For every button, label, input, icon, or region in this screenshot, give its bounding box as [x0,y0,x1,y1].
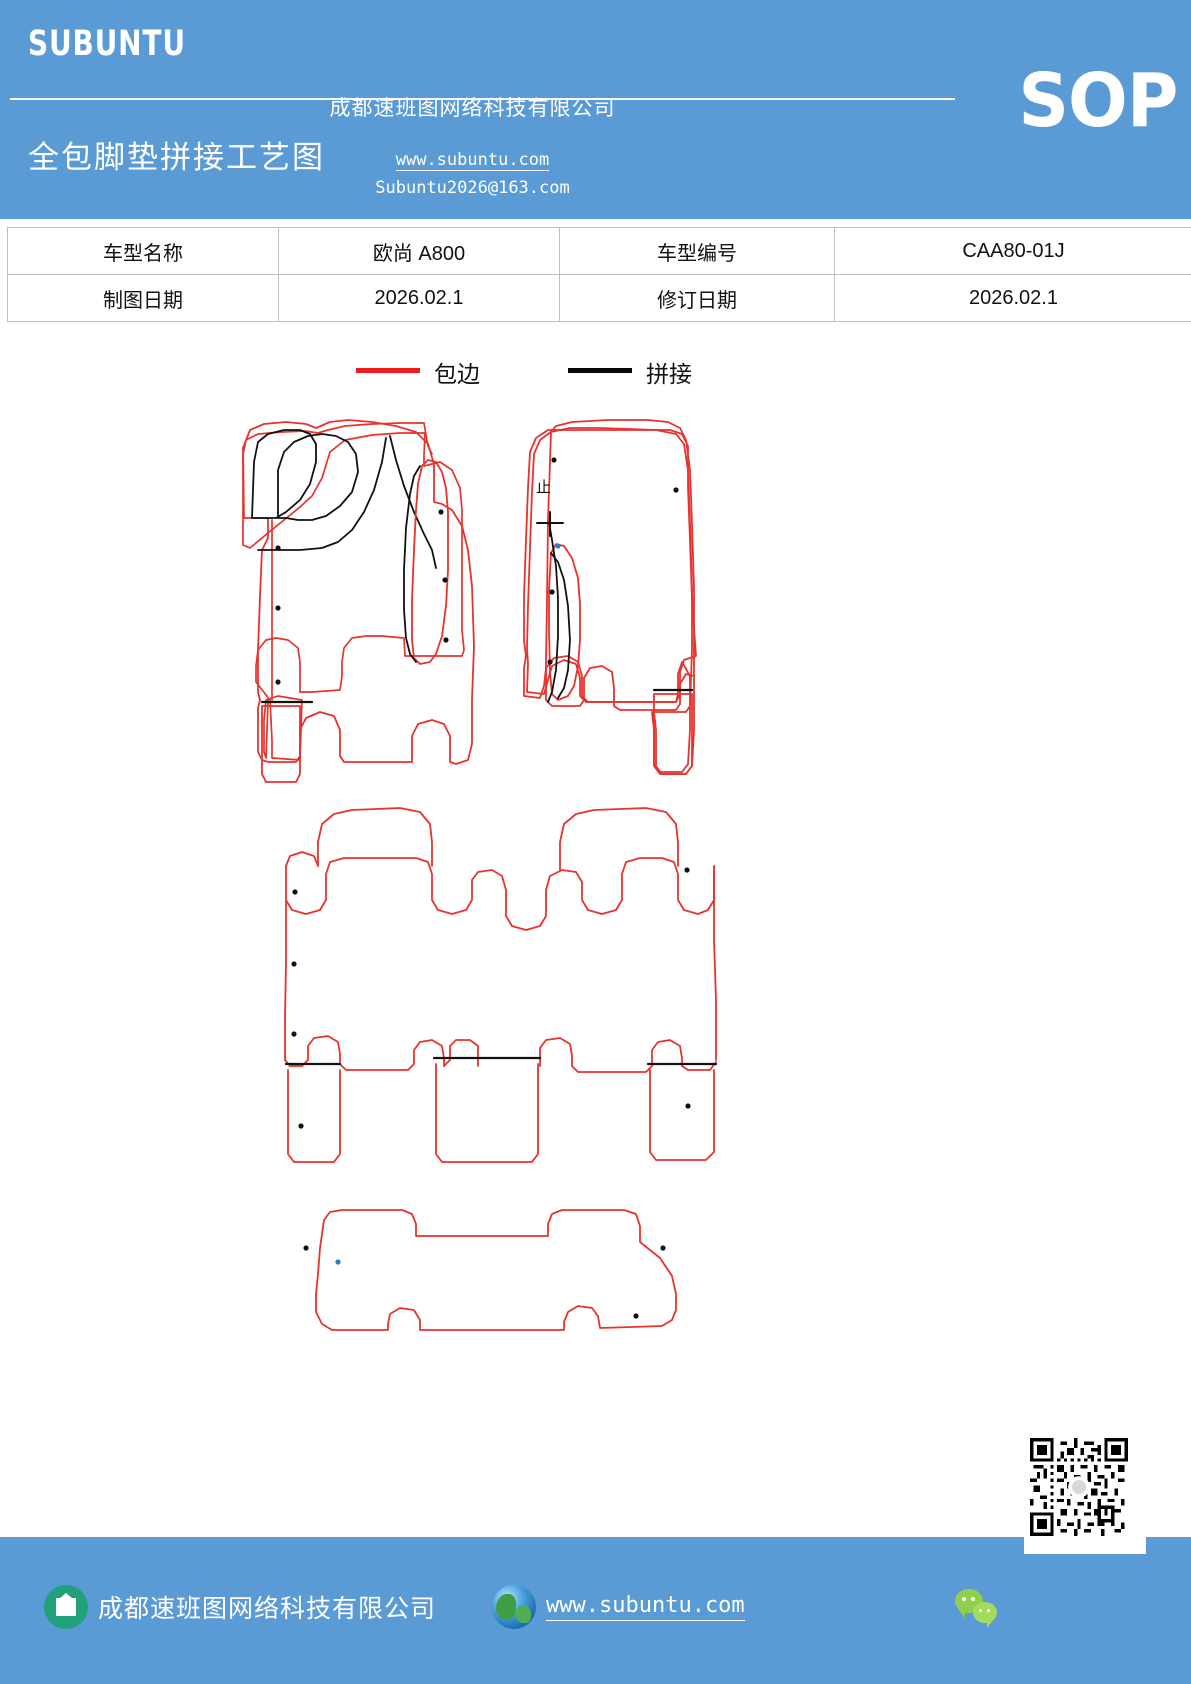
wechat-dot [979,1609,982,1612]
wechat-icon [955,1589,1001,1628]
label-draw-date: 制图日期 [7,274,279,322]
header-company-name: 成都速班图网络科技有限公司 [329,96,616,120]
footer-website[interactable]: www.subuntu.com [492,1585,745,1629]
value-model-code: CAA80-01J [834,227,1191,275]
footer-company-name: 成都速班图网络科技有限公司 [98,1596,437,1623]
mat-front-left-side-strip [403,459,449,665]
mat-front-left [242,422,465,761]
wechat-dot [962,1597,966,1601]
header-website-link[interactable]: www.subuntu.com [0,150,945,171]
mat-front-left-shape [242,419,475,765]
header-website-text: www.subuntu.com [395,150,550,171]
label-model-code: 车型编号 [559,227,835,275]
label-model-name: 车型名称 [7,227,279,275]
footer-website-text: www.subuntu.com [546,1593,745,1621]
brand-logo: SUBUNTU [28,24,186,64]
mat-pattern-drawing: 止 [0,400,1191,1400]
qr-code-image [1030,1438,1128,1536]
legend-swatch-binding [356,368,420,373]
qr-code[interactable] [1024,1432,1146,1554]
page-footer: 成都速班图网络科技有限公司 www.subuntu.com [0,1537,1191,1684]
wechat-bubble-small [973,1602,997,1628]
table-row: 车型名称 欧尚 A800 车型编号 CAA80-01J [7,227,1191,275]
legend: 包边 拼接 [0,358,1191,388]
footer-company: 成都速班图网络科技有限公司 [44,1585,436,1629]
value-revision-date: 2026.02.1 [834,274,1191,322]
page-header: SUBUNTU 成都速班图网络科技有限公司 全包脚垫拼接工艺图 www.subu… [0,0,1191,219]
page-title: 全包脚垫拼接工艺图 [28,140,325,176]
vehicle-info-table: 车型名称 欧尚 A800 车型编号 CAA80-01J 制图日期 2026.02… [7,227,1191,322]
mat-middle-row [284,807,718,1163]
table-row: 制图日期 2026.02.1 修订日期 2026.02.1 [7,274,1191,322]
mat-rear-row [315,1209,677,1331]
value-model-name: 欧尚 A800 [278,227,560,275]
doc-type-badge: SOP [1017,58,1178,144]
mat-front-right-wedge [536,511,581,703]
wechat-dot [971,1597,975,1601]
mat-front-left-tongue [260,700,314,783]
mat-front-right-shape [526,427,693,773]
wechat-dot [987,1609,990,1612]
legend-swatch-seam [568,368,632,373]
legend-label-binding: 包边 [434,362,480,387]
value-draw-date: 2026.02.1 [278,274,560,322]
legend-label-seam: 拼接 [646,362,692,387]
header-email: Subuntu2026@163.com [375,178,570,198]
drawing-annotation: 止 [536,479,551,496]
globe-icon [492,1585,536,1629]
mat-front-right-body [545,419,695,775]
building-icon [44,1585,88,1629]
eyelet-markers [275,457,691,1319]
label-revision-date: 修订日期 [559,274,835,322]
header-divider [10,98,955,100]
mat-front-right-tongue [652,688,694,775]
